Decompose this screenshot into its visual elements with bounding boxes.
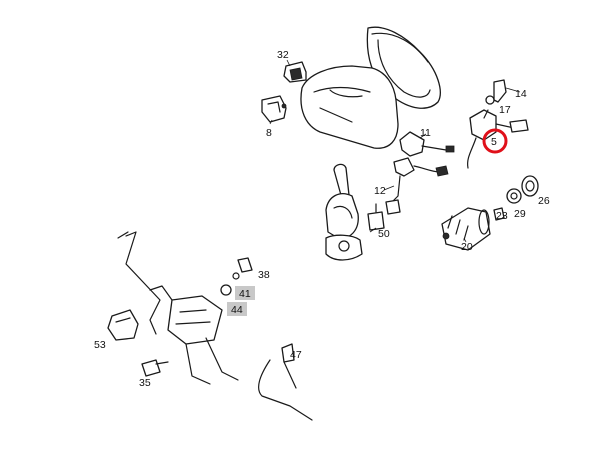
label-47[interactable]: 47	[290, 349, 302, 361]
pedal-assembly	[117, 231, 239, 385]
label-20[interactable]: 20	[461, 241, 473, 253]
part-8-bracket[interactable]	[261, 95, 287, 123]
gear-shift-lever	[325, 163, 363, 261]
label-5[interactable]: 5	[491, 136, 497, 148]
label-26[interactable]: 26	[538, 195, 550, 207]
label-41-backdrop	[235, 286, 255, 300]
part-12-harness[interactable]	[385, 157, 449, 215]
part-47-switch[interactable]	[258, 343, 313, 421]
label-32[interactable]: 32	[277, 49, 289, 61]
label-8[interactable]: 8	[266, 127, 272, 139]
part-14-bolt[interactable]	[493, 79, 507, 103]
highlight-ring	[482, 128, 508, 154]
label-41[interactable]: 41	[239, 288, 251, 300]
part-20-ignition-switch[interactable]	[441, 207, 491, 251]
part-11-switch-lever[interactable]	[399, 131, 455, 157]
label-17[interactable]: 17	[499, 104, 511, 116]
steering-column-cover	[300, 65, 399, 149]
leader-lines	[269, 59, 521, 243]
label-14[interactable]: 14	[515, 88, 527, 100]
label-35[interactable]: 35	[139, 377, 151, 389]
part-17-washer[interactable]	[485, 95, 495, 105]
label-53[interactable]: 53	[94, 339, 106, 351]
label-44[interactable]: 44	[231, 304, 243, 316]
part-29-nut[interactable]	[506, 188, 522, 204]
label-29[interactable]: 29	[514, 208, 526, 220]
label-50[interactable]: 50	[378, 228, 390, 240]
part-35-sensor[interactable]	[141, 359, 169, 377]
label-11[interactable]: 11	[420, 127, 431, 139]
part-23-pin[interactable]	[493, 207, 505, 221]
label-23[interactable]: 23	[496, 210, 508, 222]
part-38-switch[interactable]	[232, 257, 253, 280]
label-44-backdrop	[227, 302, 247, 316]
label-38[interactable]: 38	[258, 269, 270, 281]
part-50-sensor[interactable]	[367, 203, 385, 231]
label-12[interactable]: 12	[374, 185, 386, 197]
part-5-combination-switch[interactable]	[467, 109, 529, 169]
part-41-clip[interactable]	[220, 284, 232, 296]
part-32-connector[interactable]	[283, 61, 307, 83]
part-53-bracket[interactable]	[107, 309, 139, 341]
part-26-ring[interactable]	[521, 175, 539, 197]
